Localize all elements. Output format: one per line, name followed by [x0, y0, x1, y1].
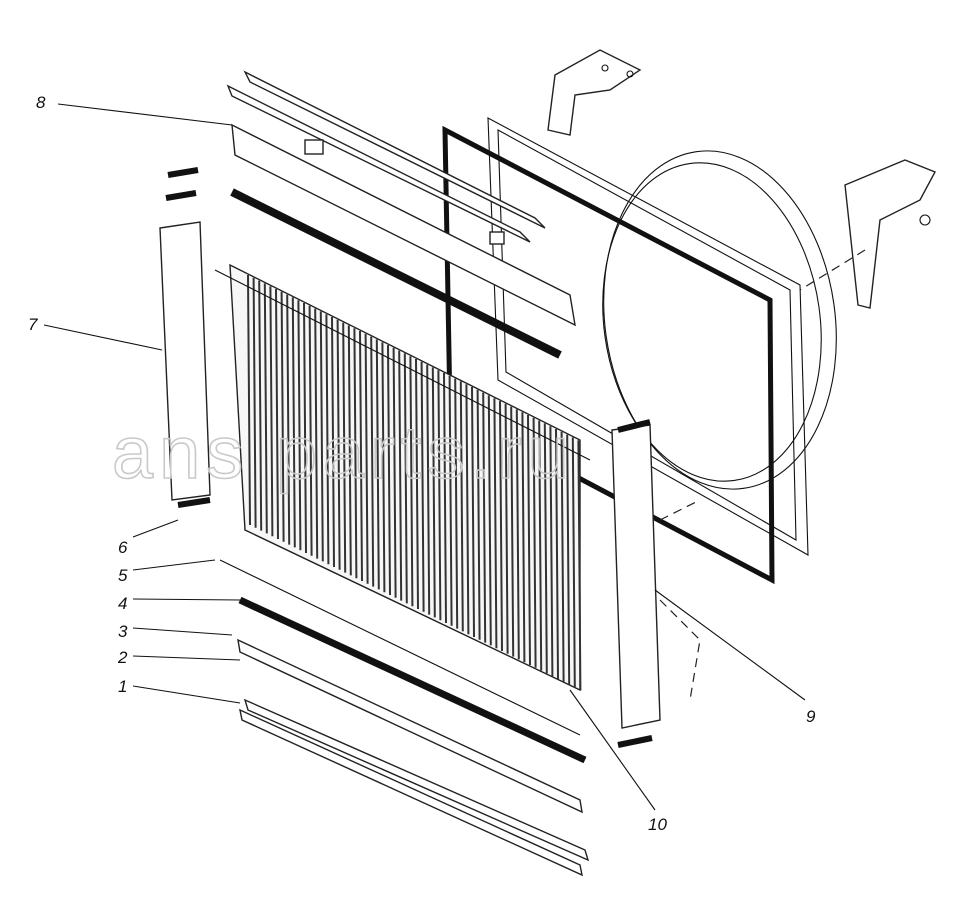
core-fin: [275, 288, 279, 540]
upper-tank: [230, 123, 576, 359]
callouts: 8 7 6 5 4 3 2 1 9 10: [28, 93, 816, 834]
core-fin: [403, 353, 408, 604]
left-side-plate: [159, 167, 211, 508]
core-fin: [347, 325, 352, 576]
core-fin: [252, 277, 257, 528]
core-fin: [314, 308, 319, 559]
core-fin: [303, 302, 307, 554]
lower-tank-assembly: [237, 596, 590, 877]
core-fin: [459, 381, 464, 632]
core-fin: [381, 342, 386, 593]
core-fin: [370, 336, 375, 587]
upper-bracket: [547, 49, 642, 136]
core-fin: [308, 305, 313, 556]
leader-lines: [43, 103, 806, 811]
core-fin: [538, 420, 543, 671]
core-fin: [364, 333, 369, 584]
core-fin: [398, 350, 403, 601]
core-fin: [420, 361, 425, 612]
core-fin: [571, 437, 576, 688]
core-fin: [504, 403, 509, 654]
core-fin: [342, 322, 347, 573]
core-fin: [269, 286, 274, 537]
core-fin: [426, 364, 431, 615]
core-fin: [471, 386, 475, 638]
core-fin: [319, 311, 324, 562]
core-fin: [521, 412, 526, 663]
core-fin: [543, 423, 548, 674]
callout-3: 3: [118, 622, 128, 641]
core-fin: [493, 398, 498, 649]
core-fin: [359, 330, 363, 582]
core-fin: [263, 283, 268, 534]
callout-7: 7: [28, 315, 38, 334]
core-fin: [431, 367, 436, 618]
core-fin: [353, 328, 358, 579]
radiator-core: [214, 263, 591, 736]
fan-shroud: [487, 117, 837, 556]
callout-9: 9: [806, 707, 816, 726]
core-fin: [555, 428, 559, 680]
callout-1: 1: [118, 677, 127, 696]
core-fin: [437, 370, 442, 621]
core-fin: [515, 409, 520, 660]
right-side-plate: [611, 419, 701, 748]
shroud-gasket: [442, 125, 775, 585]
core-fin: [415, 358, 419, 610]
core-fin: [258, 280, 263, 531]
core-fin: [532, 417, 537, 668]
core-fin: [286, 294, 291, 545]
core-fin: [577, 440, 582, 691]
core-fin: [549, 426, 554, 677]
callout-4: 4: [118, 594, 127, 613]
core-fin: [560, 431, 565, 682]
callout-6: 6: [118, 538, 128, 557]
core-fin: [336, 319, 341, 570]
callout-5: 5: [118, 566, 128, 585]
core-fin: [392, 347, 397, 598]
right-bracket: [799, 159, 936, 309]
core-fin: [510, 406, 515, 657]
core-fin: [443, 372, 447, 624]
core-fin: [247, 274, 251, 526]
watermark: ans parts.ru: [112, 411, 575, 494]
core-fin: [325, 314, 330, 565]
core-fin: [409, 356, 414, 607]
core-fin: [387, 344, 391, 596]
core-fin: [566, 434, 571, 685]
core-fin: [280, 291, 285, 542]
core-fin: [291, 297, 296, 548]
core-fin: [527, 414, 531, 666]
core-fin: [476, 389, 481, 640]
callout-2: 2: [117, 648, 128, 667]
core-fin: [482, 392, 487, 643]
core-fin: [297, 300, 302, 551]
core-fin: [375, 339, 380, 590]
core-fin: [465, 384, 470, 635]
core-fin: [499, 400, 503, 652]
core-fin: [454, 378, 459, 629]
core-fin: [487, 395, 492, 646]
core-fin: [448, 375, 453, 626]
top-rubber-strips: [226, 70, 546, 243]
callout-8: 8: [36, 93, 46, 112]
core-fin: [331, 316, 335, 568]
callout-10: 10: [648, 815, 667, 834]
